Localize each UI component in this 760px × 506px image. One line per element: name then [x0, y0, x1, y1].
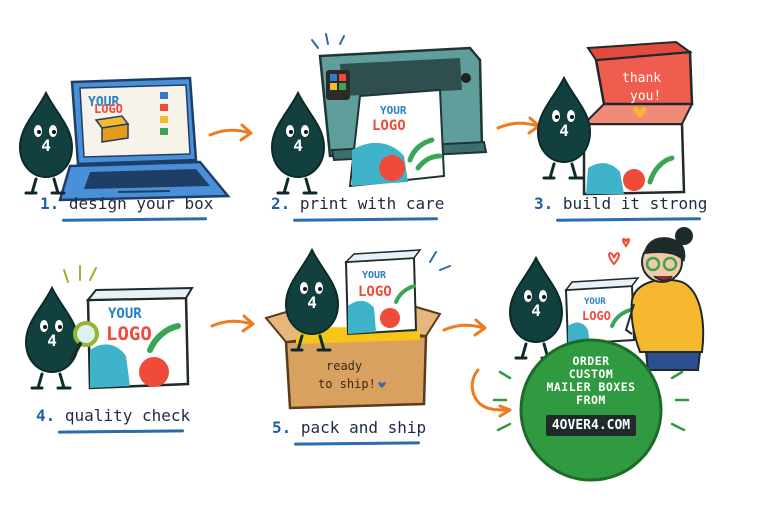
mascot-5-badge: 4 [307, 293, 317, 312]
step-1-label: design your box [68, 194, 214, 213]
step-2-caption: 2. print with care [271, 194, 445, 222]
thank-you-line1: thank [622, 71, 661, 86]
step-1-laptop: YOUR LOGO [58, 76, 231, 202]
arrow-3 [210, 314, 255, 333]
mascot-5: 4 [284, 248, 340, 352]
mascot-2-badge: 4 [293, 136, 303, 155]
step-5-number: 5. [272, 418, 292, 437]
step-4-caption: 4. quality check [36, 406, 191, 434]
laptop-logo-your: YOUR [88, 95, 119, 110]
step-5-label: pack and ship [300, 418, 427, 437]
step-3-caption: 3. build it strong [534, 194, 708, 222]
customer-figure [608, 227, 705, 371]
mascot-4: 4 [24, 286, 80, 390]
mascot-4-badge: 4 [47, 331, 57, 350]
step-1-number: 1. [40, 194, 60, 213]
cta-line-1: ORDER [572, 354, 610, 368]
ready-line2: to ship! [318, 377, 376, 391]
mascot-6: 4 [508, 256, 564, 360]
pack-logo-your: YOUR [362, 270, 387, 281]
step-1-caption: 1. design your box [40, 194, 214, 222]
step-3-label: build it strong [562, 194, 708, 213]
cta-line-2: CUSTOM [568, 367, 614, 381]
arrow-1 [208, 123, 253, 142]
step-4-box: YOUR LOGO [85, 286, 194, 390]
print-logo-logo: LOGO [372, 118, 406, 134]
cta-line-4: FROM [576, 393, 606, 407]
step-4-number: 4. [36, 406, 56, 425]
cta-text[interactable]: ORDER CUSTOM MAILER BOXES FROM 4OVER4.CO… [520, 355, 662, 436]
thank-you-line2: you! [630, 89, 661, 104]
ready-line1: ready [326, 359, 362, 373]
arrow-4 [442, 318, 487, 337]
mascot-1-badge: 4 [41, 136, 51, 155]
mascot-3-badge: 4 [559, 121, 569, 140]
qc-logo-your: YOUR [108, 306, 142, 322]
cta-badge[interactable] [470, 338, 690, 482]
step-2-label: print with care [299, 194, 445, 213]
handoff-box: YOUR LOGO [564, 277, 640, 346]
step-2-printer: YOUR LOGO [311, 33, 488, 188]
step-4-label: quality check [64, 406, 191, 425]
print-logo-your: YOUR [380, 104, 407, 117]
step-2-number: 2. [271, 194, 291, 213]
handoff-logo-your: YOUR [584, 297, 606, 307]
mascot-2: 4 [270, 91, 326, 195]
arrow-2 [496, 116, 541, 135]
cta-site-link[interactable]: 4OVER4.COM [545, 415, 637, 436]
mascot-6-badge: 4 [531, 301, 541, 320]
magnifier-icon [63, 265, 99, 360]
laptop-logo-logo: LOGO [94, 102, 123, 116]
cta-line-3: MAILER BOXES [546, 380, 636, 394]
step-3-number: 3. [534, 194, 554, 213]
qc-logo-logo: LOGO [106, 323, 152, 345]
mascot-3: 4 [536, 76, 592, 180]
step-5-kraft-box: YOUR LOGO ready to ship! [264, 249, 451, 410]
mascot-1: 4 [18, 91, 74, 195]
step-3-mailer-box: thank you! [581, 40, 694, 196]
step-5-caption: 5. pack and ship [272, 418, 427, 446]
pack-logo-logo: LOGO [358, 284, 392, 300]
handoff-logo-logo: LOGO [582, 309, 611, 323]
